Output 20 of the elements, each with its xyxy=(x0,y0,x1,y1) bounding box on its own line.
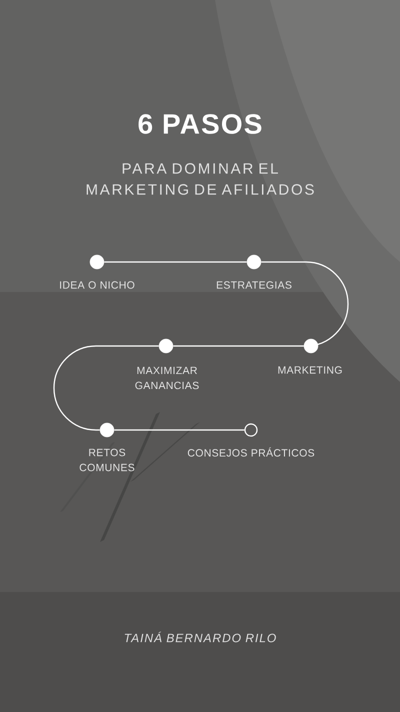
path-line xyxy=(114,429,244,431)
step-dot xyxy=(158,338,174,354)
step-dot xyxy=(246,254,262,270)
title: 6 PASOS xyxy=(138,114,262,134)
subtitle: PARA DOMINAR EL MARKETING DE AFILIADOS xyxy=(86,163,314,195)
path-line xyxy=(104,261,247,263)
step-dot xyxy=(90,254,104,270)
step-label: MAXIMIZAR GANANCIAS xyxy=(135,366,199,390)
step-label: CONSEJOS PRÁCTICOS xyxy=(188,447,314,457)
path-line xyxy=(261,261,349,347)
step-label: MARKETING xyxy=(278,366,342,374)
step-label: ESTRATEGIAS xyxy=(216,281,292,289)
path-line xyxy=(53,345,159,431)
step-label: RETOS COMUNES xyxy=(80,448,134,472)
step-label: IDEA O NICHO xyxy=(60,281,134,289)
author-name: TAINÁ BERNARDO RILO xyxy=(124,632,276,642)
step-circle xyxy=(244,423,258,437)
step-dot xyxy=(100,422,114,438)
step-dot xyxy=(304,338,318,354)
path-line xyxy=(173,345,304,347)
